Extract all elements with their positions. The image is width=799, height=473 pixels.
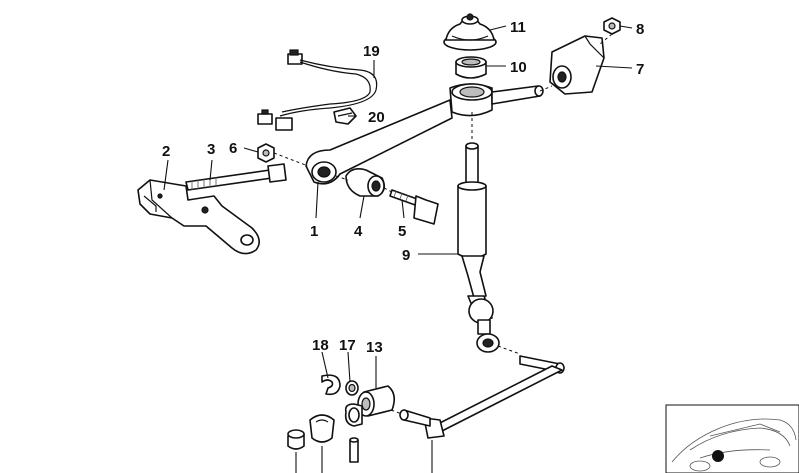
callout-7: 7 xyxy=(636,61,644,78)
part-18-clip xyxy=(321,374,341,396)
part-9-shift-rod xyxy=(457,112,521,355)
callout-labels: 1 2 3 4 5 6 7 8 9 10 11 13 17 18 19 20 xyxy=(162,19,644,356)
callout-5: 5 xyxy=(398,223,406,240)
callout-2: 2 xyxy=(162,143,170,160)
part-7-bracket xyxy=(549,35,605,95)
callout-10: 10 xyxy=(510,59,527,76)
callout-19: 19 xyxy=(363,43,380,60)
location-marker xyxy=(712,450,724,462)
car-locator-thumbnail xyxy=(665,404,799,473)
bottom-edge-stubs xyxy=(295,440,433,473)
selector-shaft xyxy=(379,355,565,439)
part-2-mounting-bracket xyxy=(137,179,260,255)
part-19-wire-harness xyxy=(257,49,378,131)
leader-lines xyxy=(163,25,633,388)
callout-1: 1 xyxy=(310,223,318,240)
part-6-nut xyxy=(257,143,309,167)
callout-9: 9 xyxy=(402,247,410,264)
callout-3: 3 xyxy=(207,141,215,158)
part-13-coupling xyxy=(344,385,396,427)
part-10-bushing xyxy=(455,56,487,79)
lower-small-parts xyxy=(287,414,359,463)
callout-18: 18 xyxy=(312,337,329,354)
callout-6: 6 xyxy=(229,140,237,157)
callout-13: 13 xyxy=(366,339,383,356)
part-20-clip xyxy=(333,107,357,125)
callout-17: 17 xyxy=(339,337,356,354)
part-1-shift-arm xyxy=(305,83,553,185)
part-11-boot xyxy=(443,13,497,51)
callout-20: 20 xyxy=(368,109,385,126)
part-3-long-bolt xyxy=(185,163,287,191)
part-5-bolt xyxy=(383,187,439,225)
part-8-nut xyxy=(599,17,621,45)
callout-4: 4 xyxy=(354,223,363,240)
callout-8: 8 xyxy=(636,21,644,38)
callout-11: 11 xyxy=(510,19,526,36)
part-17-washer xyxy=(345,380,359,396)
